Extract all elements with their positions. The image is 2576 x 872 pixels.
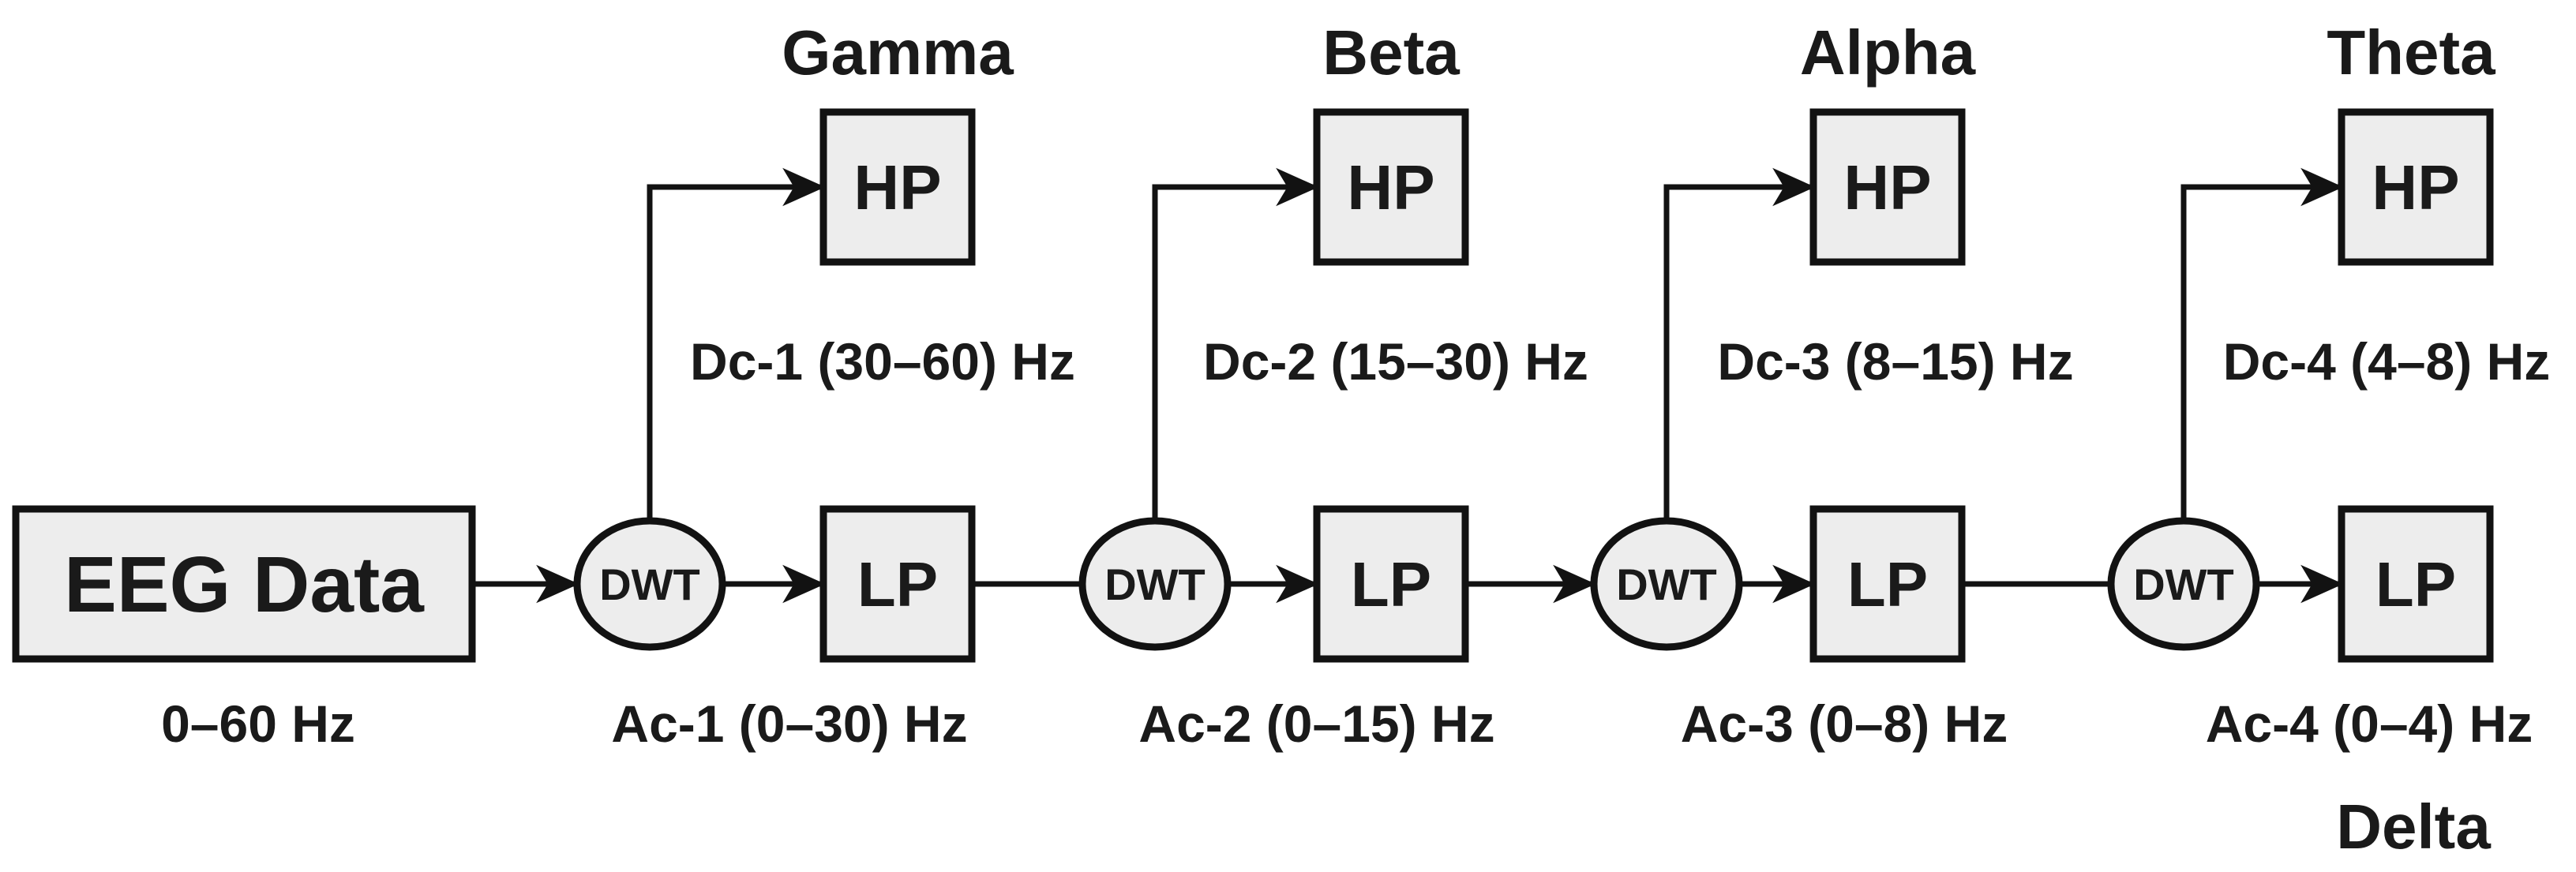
- dwt-stage-2: Beta HP Dc-2 (15–30) Hz DWT LP Ac-2 (0–1…: [1078, 17, 1588, 753]
- approx-coefficient-label-2: Ac-2 (0–15) Hz: [1138, 694, 1494, 753]
- dwt-stage-1: Gamma HP Dc-1 (30–60) Hz DWT LP Ac-1 (0–…: [573, 17, 1075, 753]
- hp-filter-label-2: HP: [1347, 152, 1434, 223]
- dwt-stage-3: Alpha HP Dc-3 (8–15) Hz DWT LP Ac-3 (0–8…: [1590, 17, 2074, 753]
- detail-coefficient-label-3: Dc-3 (8–15) Hz: [1717, 332, 2073, 391]
- hp-filter-label-1: HP: [853, 152, 941, 223]
- hp-filter-node-4: [2338, 108, 2494, 266]
- elbow-dwt2-to-hp2: [1152, 167, 1319, 522]
- lp-filter-node-3: [1809, 505, 1966, 663]
- dwt-node-label-2: DWT: [1104, 560, 1206, 609]
- detail-coefficient-label-2: Dc-2 (15–30) Hz: [1203, 332, 1588, 391]
- dwt-stage-4: Theta HP Dc-4 (4–8) Hz DWT LP Ac-4 (0–4)…: [2107, 17, 2550, 862]
- detail-coefficient-label-1: Dc-1 (30–60) Hz: [690, 332, 1075, 391]
- lp-filter-node-4: [2338, 505, 2494, 663]
- hp-filter-node-2: [1313, 108, 1469, 266]
- band-label-delta: Delta: [2336, 792, 2491, 862]
- lp-filter-node-1: [819, 505, 976, 663]
- elbow-dwt3-to-hp3: [1663, 167, 1816, 522]
- eeg-input-range-label: 0–60 Hz: [161, 694, 355, 753]
- band-label-theta: Theta: [2327, 17, 2495, 88]
- hp-filter-node-1: [819, 108, 976, 266]
- band-label-alpha: Alpha: [1800, 17, 1976, 88]
- hp-filter-label-4: HP: [2372, 152, 2459, 223]
- dwt-node-label-4: DWT: [2133, 560, 2234, 609]
- detail-coefficient-label-4: Dc-4 (4–8) Hz: [2223, 332, 2550, 391]
- dwt-node-2: [1078, 517, 1232, 651]
- dwt-node-label-1: DWT: [599, 560, 700, 609]
- dwt-node-3: [1590, 517, 1743, 651]
- dwt-node-1: [573, 517, 726, 651]
- eeg-source-group: EEG Data 0–60 Hz: [12, 505, 476, 753]
- elbow-dwt4-to-hp4: [2180, 167, 2344, 522]
- elbow-dwt1-to-hp1: [647, 167, 826, 522]
- approx-coefficient-label-3: Ac-3 (0–8) Hz: [1681, 694, 2008, 753]
- band-label-beta: Beta: [1322, 17, 1460, 88]
- approx-coefficient-label-1: Ac-1 (0–30) Hz: [611, 694, 967, 753]
- lp-filter-label-2: LP: [1351, 549, 1431, 619]
- dwt-node-4: [2107, 517, 2260, 651]
- band-label-gamma: Gamma: [782, 17, 1014, 88]
- dwt-node-label-3: DWT: [1616, 560, 1717, 609]
- approx-coefficient-label-4: Ac-4 (0–4) Hz: [2206, 694, 2533, 753]
- lp-filter-label-3: LP: [1847, 549, 1928, 619]
- lp-filter-label-4: LP: [2375, 549, 2456, 619]
- hp-filter-label-3: HP: [1843, 152, 1931, 223]
- lp-filter-label-1: LP: [857, 549, 938, 619]
- eeg-data-node: [12, 505, 476, 663]
- lp-filter-node-2: [1313, 505, 1469, 663]
- hp-filter-node-3: [1809, 108, 1966, 266]
- eeg-data-label: EEG Data: [64, 541, 425, 629]
